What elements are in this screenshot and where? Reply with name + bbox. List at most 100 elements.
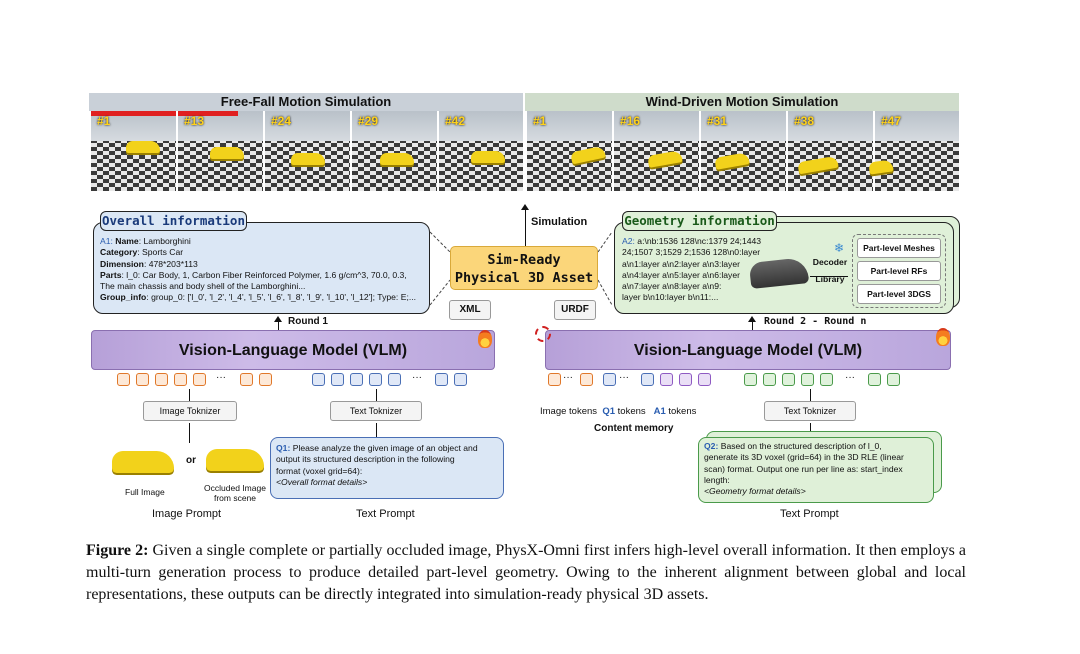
text-tokenizer-right: Text Toknizer xyxy=(764,401,856,421)
or-label: or xyxy=(186,455,196,466)
text-token xyxy=(782,373,795,386)
text-token xyxy=(454,373,467,386)
full-image-label: Full Image xyxy=(125,487,165,497)
frame-number: #29 xyxy=(358,114,379,128)
q1-tokens-prefix: Q1 xyxy=(602,406,616,417)
q1-prefix: Q1: xyxy=(276,443,291,453)
q1-token xyxy=(641,373,654,386)
text-token xyxy=(887,373,900,386)
image-token xyxy=(240,373,253,386)
wind-header: Wind-Driven Motion Simulation xyxy=(525,93,959,111)
wind-frame-2: #16 xyxy=(612,111,700,191)
wind-frame-4: #38 xyxy=(786,111,874,191)
occluded-line-1: Occluded Image xyxy=(204,483,266,493)
frame-number: #38 xyxy=(794,114,815,128)
free-fall-frame-5: #42 xyxy=(437,111,523,191)
output-rfs: Part-level RFs xyxy=(857,261,941,281)
q2-details: <Geometry format details> xyxy=(704,486,806,497)
output-meshes: Part-level Meshes xyxy=(857,238,941,258)
parts-continuation: The main chassis and body shell of the L… xyxy=(100,281,306,292)
geometry-info-text: A2: a:\nb:1536 128\nc:1379 24;1443 24;15… xyxy=(622,236,802,304)
urdf-tag: URDF xyxy=(554,300,596,320)
content-memory-labels: Image tokens Q1 tokens A1 tokens xyxy=(540,406,696,417)
overall-info-panel xyxy=(93,222,430,314)
round2-label: Round 2 - Round n xyxy=(764,316,867,327)
geometry-line-2: 24;1507 3;1529 2;1536 128\n0:layer xyxy=(622,247,761,258)
image-token xyxy=(117,373,130,386)
token-ellipsis: ··· xyxy=(563,372,573,383)
q2-line-4: length: xyxy=(704,474,730,485)
text-tokenizer-left: Text Toknizer xyxy=(330,401,422,421)
geometry-line-1: a:\nb:1536 128\nc:1379 24;1443 xyxy=(637,236,762,246)
free-fall-frame-4: #29 xyxy=(350,111,438,191)
asset-line-2: Physical 3D Asset xyxy=(454,270,594,286)
a1-tokens-suffix: tokens xyxy=(665,406,697,417)
text-token xyxy=(820,373,833,386)
arrow-line xyxy=(810,389,812,401)
image-token xyxy=(136,373,149,386)
loop-icon xyxy=(535,326,551,342)
simulation-arrow-head xyxy=(521,204,529,210)
q1-tokens-suffix: tokens xyxy=(615,406,646,417)
group-value: : group_0: ['l_0', 'l_2', 'l_4', 'l_5', … xyxy=(146,292,416,303)
q2-line-2: generate its 3D voxel (grid=64) in the 3… xyxy=(704,452,904,463)
simulation-label: Simulation xyxy=(531,216,588,228)
wind-frames: #1 #16 #31 #38 #47 xyxy=(525,111,959,191)
q2-text: Q2: Based on the structured description … xyxy=(704,441,932,497)
decoder-label: Decoder xyxy=(812,257,848,267)
dimension-value: : 478*203*113 xyxy=(143,258,198,269)
text-prompt-title-left: Text Prompt xyxy=(356,508,415,520)
category-key: Category xyxy=(100,247,138,258)
geometry-line-5: a\n7:layer a\n8:layer a\n9: xyxy=(622,281,722,292)
figure-caption: Figure 2: Given a single complete or par… xyxy=(86,540,966,606)
q2-line-3: scan) format. Output one run per line as… xyxy=(704,463,903,474)
token-ellipsis: ··· xyxy=(216,372,226,383)
geometry-line-4: a\n4:layer a\n5:layer a\n6:layer xyxy=(622,269,740,280)
q2-prefix: Q2: xyxy=(704,441,719,451)
geometry-info-title: Geometry information xyxy=(622,211,777,231)
image-tokenizer: Image Toknizer xyxy=(143,401,237,421)
text-token xyxy=(331,373,344,386)
q1-text: Q1: Please analyze the given image of an… xyxy=(276,443,502,488)
geometry-line-3: a\n1:layer a\n2:layer a\n3:layer xyxy=(622,258,740,269)
name-value: : Lamborghini xyxy=(138,236,191,246)
parts-key: Parts xyxy=(100,269,122,280)
round1-arrow-head xyxy=(274,316,282,322)
image-token xyxy=(259,373,272,386)
round2-arrow-line xyxy=(751,322,753,330)
caption-label: Figure 2: xyxy=(86,542,149,559)
text-token xyxy=(801,373,814,386)
group-key: Group_info xyxy=(100,292,147,303)
a1-prefix: A1: xyxy=(100,236,113,246)
frame-number: #42 xyxy=(445,114,466,128)
q1-line-2: output its structured description in the… xyxy=(276,454,455,465)
occluded-image-label: Occluded Image from scene xyxy=(202,483,268,503)
fire-icon-left xyxy=(478,330,492,348)
category-value: : Sports Car xyxy=(137,247,184,258)
image-tokens-label: Image tokens xyxy=(540,406,598,417)
geometry-line-6: layer b\n10:layer b\n11:... xyxy=(622,292,719,303)
arrow-line xyxy=(189,389,191,401)
overall-info-text: A1: Name: Lamborghini Category: Sports C… xyxy=(100,236,426,304)
frame-number: #24 xyxy=(271,114,292,128)
free-fall-header: Free-Fall Motion Simulation xyxy=(89,93,523,111)
sim-ready-asset: Sim-Ready Physical 3D Asset xyxy=(450,246,598,290)
content-memory-title: Content memory xyxy=(594,423,674,434)
free-fall-frame-3: #24 xyxy=(263,111,351,191)
text-token xyxy=(350,373,363,386)
text-token xyxy=(868,373,881,386)
decoder-library: Decoder Library xyxy=(810,257,850,286)
frame-number: #1 xyxy=(533,114,547,128)
vlm-left: Vision-Language Model (VLM) xyxy=(91,330,495,370)
xml-tag: XML xyxy=(449,300,491,320)
library-label: Library xyxy=(815,274,845,285)
token-ellipsis: ··· xyxy=(845,372,855,383)
text-token xyxy=(369,373,382,386)
q2-prompt-box xyxy=(698,437,934,503)
image-prompt-title: Image Prompt xyxy=(152,508,222,520)
outputs-group xyxy=(852,234,946,308)
parts-value: : l_0: Car Body, 1, Carbon Fiber Reinfor… xyxy=(121,269,407,280)
image-token xyxy=(193,373,206,386)
image-token xyxy=(174,373,187,386)
image-token xyxy=(548,373,561,386)
